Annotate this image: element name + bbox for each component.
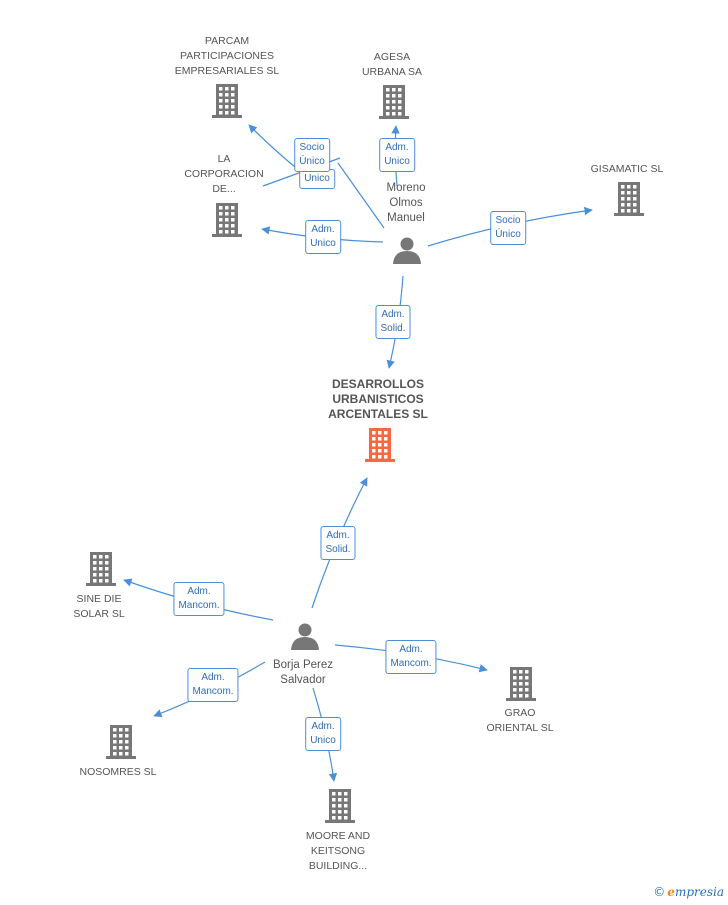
edge-label-line: Solid. (325, 544, 351, 555)
edge-label-borja-to-desarrollos: Adm. Solid. (320, 526, 356, 560)
node-label-line: CORPORACION (184, 168, 264, 180)
edge-label-borja-to-grao: Adm. Mancom. (385, 640, 437, 674)
edge-label-borja-to-moore: Adm. Unico (305, 717, 341, 751)
building-icon-parcam[interactable] (212, 84, 242, 118)
edge-label-borja-to-sinedie: Adm. Mancom. (173, 582, 225, 616)
node-label-line: Moreno (386, 182, 426, 194)
node-label-line: Salvador (280, 674, 326, 686)
edge-label-line: Adm. (201, 672, 225, 683)
edge-label-moreno-to-agesa: Adm. Unico (379, 138, 415, 172)
edge-label-line: Adm. (381, 309, 405, 320)
node-label-line: Borja Perez (272, 659, 334, 671)
building-icon-gisamatic[interactable] (614, 182, 644, 216)
node-label-gisamatic[interactable]: GISAMATIC SL (591, 162, 664, 177)
node-label-nosomres[interactable]: NOSOMRES SL (79, 765, 156, 780)
node-label-line: LA (217, 153, 231, 165)
node-label-line: AGESA (373, 51, 411, 63)
edge-label-line: Mancom. (178, 600, 220, 611)
person-icon-moreno[interactable] (393, 237, 421, 265)
edge-label-line: Solid. (380, 323, 406, 334)
brand-watermark: ©empresia (653, 885, 724, 899)
node-label-moore[interactable]: MOORE AND KEITSONG BUILDING... (306, 829, 370, 874)
edge-label-line: Socio (299, 142, 325, 153)
edge-label-overlay: Unico (299, 169, 335, 189)
copyright-icon: © (653, 885, 666, 899)
node-label-line: ARCENTALES SL (328, 407, 428, 421)
node-label-sinedie[interactable]: SINE DIE SOLAR SL (73, 592, 124, 622)
node-label-line: PARCAM (204, 35, 250, 47)
building-icon-sinedie[interactable] (86, 552, 116, 586)
edge-label-line: Adm. (326, 530, 350, 541)
edge-label-moreno-to-desarrollos: Adm. Solid. (375, 305, 411, 339)
node-label-line: Manuel (387, 212, 425, 224)
node-label-grao[interactable]: GRAO ORIENTAL SL (486, 706, 553, 736)
node-label-parcam[interactable]: PARCAM PARTICIPACIONES EMPRESARIALES SL (175, 34, 279, 79)
edge-label-line: Unico (310, 238, 336, 249)
building-icon-agesa[interactable] (379, 85, 409, 119)
edge-label-line: Unico (304, 173, 330, 184)
node-label-line: GRAO (504, 707, 536, 719)
edge-label-line: Adm. (187, 586, 211, 597)
edge-label-moreno-to-corporacion: Adm. Unico (305, 220, 341, 254)
building-icon-nosomres[interactable] (106, 725, 136, 759)
brand-initial: e (667, 885, 675, 899)
edge-label-line: Unico (384, 156, 410, 167)
building-icon-desarrollos[interactable] (365, 428, 395, 462)
node-label-line: KEITSONG (310, 845, 366, 857)
icons-layer (86, 84, 644, 823)
node-label-line: Olmos (389, 197, 423, 209)
edge-label-line: Mancom. (192, 686, 234, 697)
edge-label-line: Adm. (385, 142, 409, 153)
edge-label-line: Adm. (311, 224, 335, 235)
node-label-line: ORIENTAL SL (486, 722, 554, 734)
node-label-line: DE... (212, 183, 236, 195)
node-label-line: NOSOMRES SL (79, 766, 157, 778)
node-label-line: DESARROLLOS (331, 377, 424, 391)
node-label-line: URBANA SA (361, 66, 423, 78)
edge-label-line: Único (299, 156, 325, 167)
building-icon-grao[interactable] (506, 667, 536, 701)
node-label-line: EMPRESARIALES SL (174, 65, 280, 77)
edge-label-line: Mancom. (390, 658, 432, 669)
node-label-line: SOLAR SL (73, 608, 125, 620)
building-icon-moore[interactable] (325, 789, 355, 823)
node-label-line: MOORE AND (305, 830, 371, 842)
edge-label-line: Adm. (399, 644, 423, 655)
edge-label-line: Adm. (311, 721, 335, 732)
node-label-line: GISAMATIC SL (590, 163, 664, 175)
person-icon-borja[interactable] (291, 623, 319, 651)
node-label-line: URBANISTICOS (332, 392, 424, 406)
building-icon-corporacion[interactable] (212, 203, 242, 237)
node-label-agesa[interactable]: AGESA URBANA SA (362, 50, 422, 80)
node-label-line: PARTICIPACIONES (180, 50, 274, 62)
edge-label-line: Unico (310, 735, 336, 746)
edge-label-line: Socio (495, 215, 521, 226)
edge-label-borja-to-nosomres: Adm. Mancom. (187, 668, 239, 702)
node-label-line: SINE DIE (76, 593, 122, 605)
edge-label-line: Único (495, 229, 521, 240)
node-label-corporacion[interactable]: LA CORPORACION DE... (184, 152, 263, 197)
brand-name: mpresia (674, 885, 724, 899)
node-label-line: BUILDING... (308, 860, 368, 872)
